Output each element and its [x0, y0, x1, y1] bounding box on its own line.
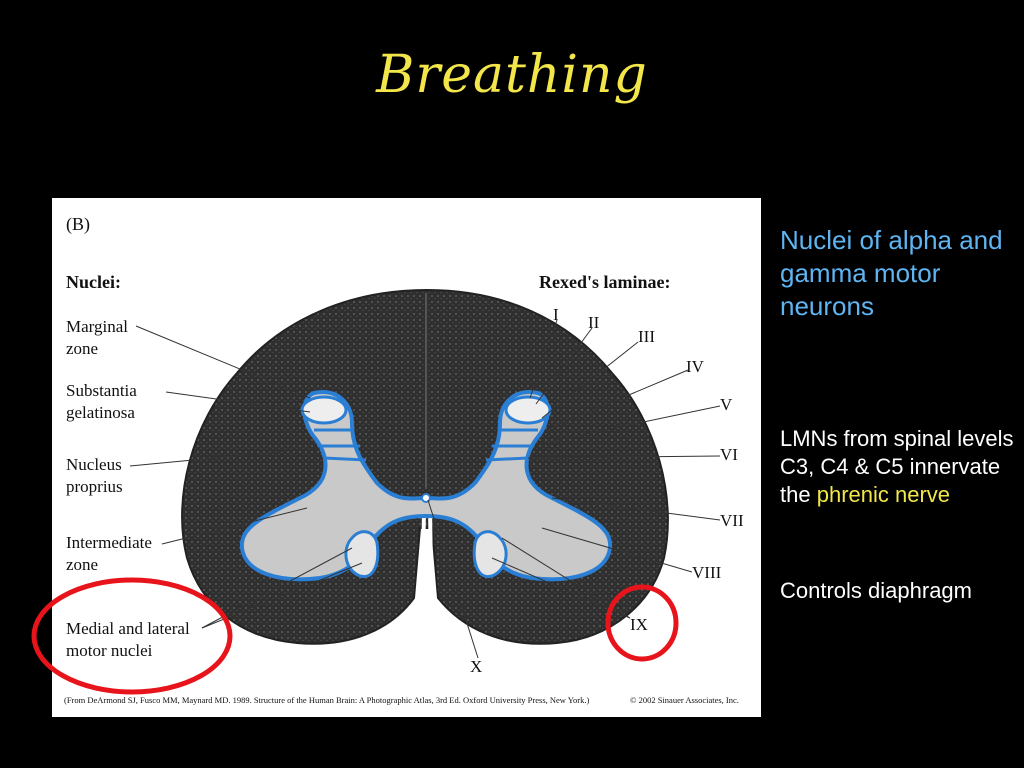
label-marginal-2: zone: [66, 339, 98, 358]
label-intermediate-1: Intermediate: [66, 533, 152, 552]
label-proprius-1: Nucleus: [66, 455, 122, 474]
lamina-viii: VIII: [692, 563, 722, 582]
laminae-header: Rexed's laminae:: [539, 272, 670, 292]
innervation-text: LMNs from spinal levels C3, C4 & C5 inne…: [780, 426, 1014, 507]
label-substantia-1: Substantia: [66, 381, 137, 400]
side-heading: Nuclei of alpha and gamma motor neurons: [780, 225, 1003, 321]
left-laminae-lines: [314, 428, 367, 462]
white-matter: [181, 288, 669, 645]
laminae-labels: I II III IV V VI VII VIII IX X: [470, 305, 744, 676]
label-motor-2: motor nuclei: [66, 641, 153, 660]
figure-credit: (From DeArmond SJ, Fusco MM, Maynard MD.…: [64, 695, 589, 705]
spinal-cord-figure: (B) Nuclei: Rexed's laminae: Marginal zo…: [52, 198, 761, 717]
side-body-innervation: LMNs from spinal levels C3, C4 & C5 inne…: [780, 425, 1020, 509]
label-motor-1: Medial and lateral: [66, 619, 190, 638]
label-intermediate-2: zone: [66, 555, 98, 574]
label-substantia-2: gelatinosa: [66, 403, 135, 422]
label-marginal-1: Marginal: [66, 317, 128, 336]
right-dorsal-horn-cap: [504, 395, 552, 425]
label-proprius-2: proprius: [66, 477, 123, 496]
central-canal: [421, 493, 431, 503]
lamina-i: I: [553, 305, 559, 324]
lamina-iv: IV: [686, 357, 705, 376]
phrenic-nerve-highlight: phrenic nerve: [816, 482, 951, 507]
left-dorsal-horn-cap: [300, 395, 348, 425]
lamina-ii: II: [588, 313, 600, 332]
slide-title: Breathing: [376, 45, 648, 105]
spinal-cord-illustration: (B) Nuclei: Rexed's laminae: Marginal zo…: [64, 214, 744, 705]
lamina-x: X: [470, 657, 482, 676]
lamina-vi: VI: [720, 445, 738, 464]
anterior-median-fissure: [420, 507, 434, 639]
lamina-iii: III: [638, 327, 655, 346]
left-motor-nuclei-outline: [344, 530, 380, 579]
side-body-diaphragm: Controls diaphragm: [780, 578, 972, 603]
figure-copyright: © 2002 Sinauer Associates, Inc.: [630, 695, 739, 705]
panel-label: (B): [66, 214, 90, 235]
right-laminae-lines: [485, 428, 538, 462]
lamina-vii: VII: [720, 511, 744, 530]
lamina-ix: IX: [630, 615, 648, 634]
lamina-v: V: [720, 395, 733, 414]
nuclei-header: Nuclei:: [66, 272, 121, 292]
right-motor-nuclei-outline: [472, 530, 508, 579]
